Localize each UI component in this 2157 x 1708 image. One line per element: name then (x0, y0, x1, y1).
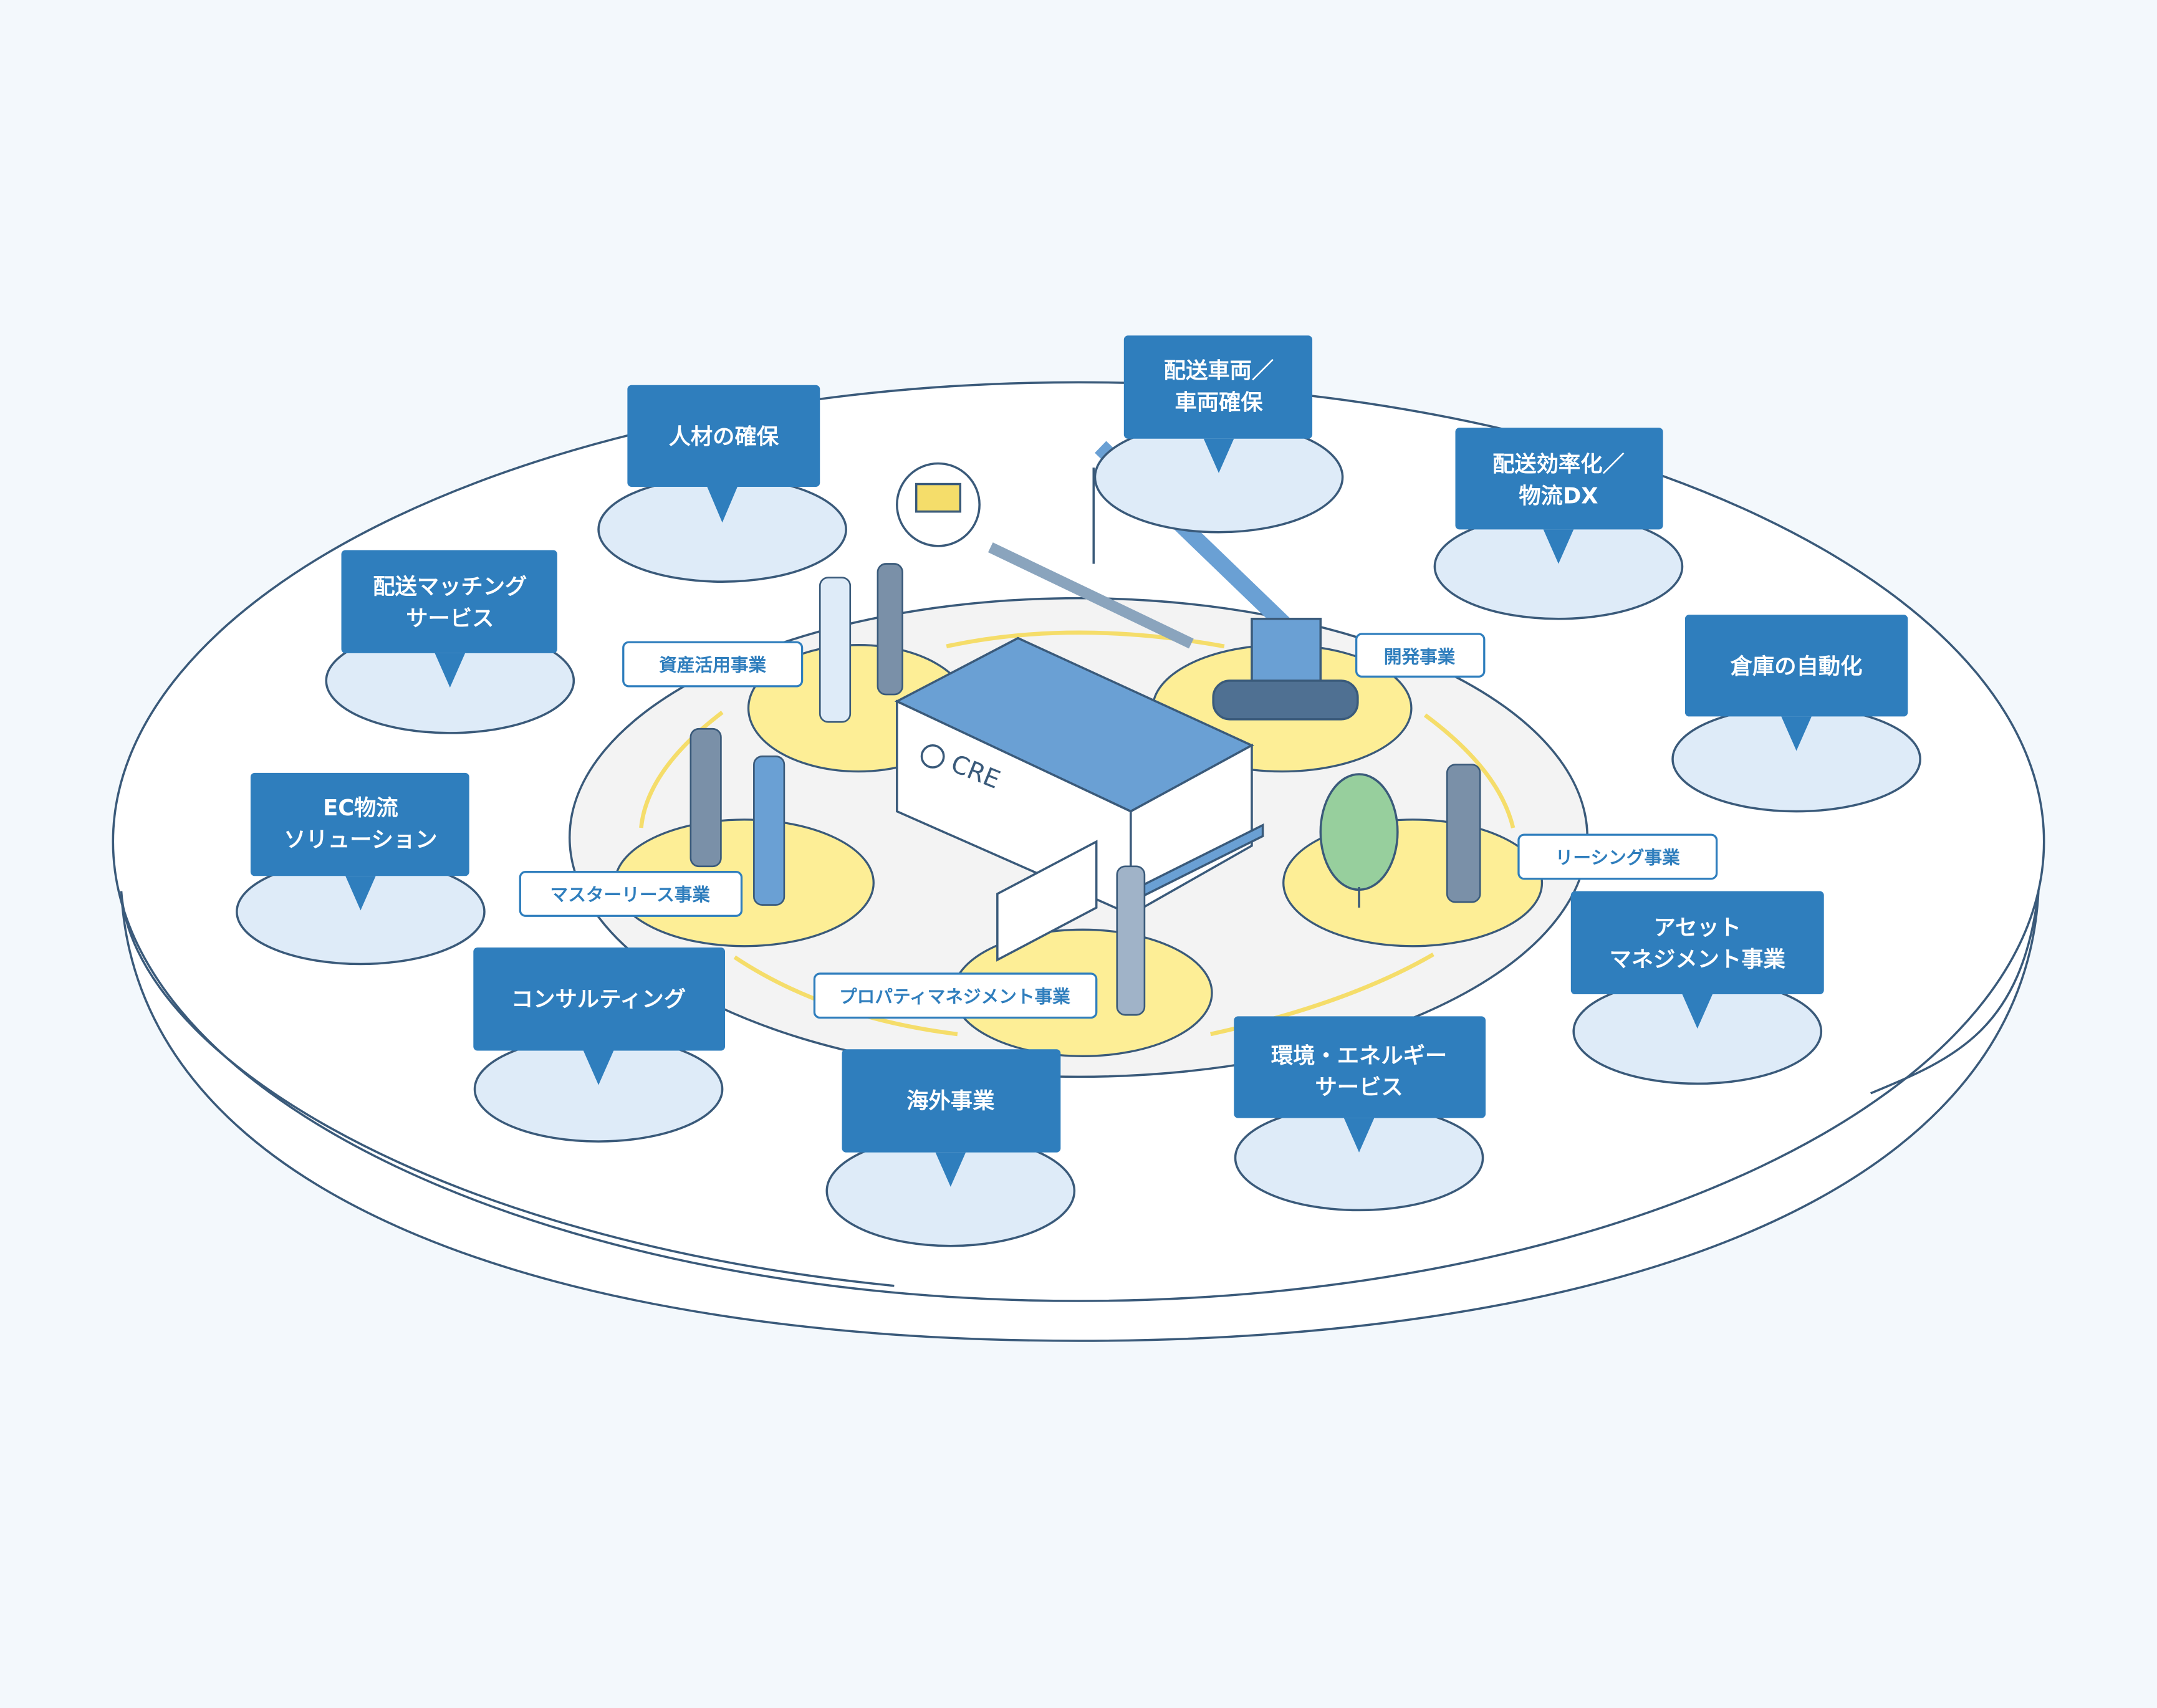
tree (1319, 773, 1399, 908)
service-label: 物流DX (1519, 483, 1598, 509)
service-energy: 環境・エネルギー サービス (1234, 1016, 1486, 1212)
service-label: コンサルティング (511, 987, 686, 1012)
core-business-label: プロパティマネジメント事業 (839, 986, 1070, 1007)
service-callouts: 人材の確保 配送車両／ 車両確保 配送効率化／ 物流DX 倉庫の自動化 配送マッ… (236, 335, 1921, 1247)
core-business-label: リーシング事業 (1555, 847, 1680, 868)
service-label: 配送車両／ (1164, 358, 1274, 384)
service-label: 車両確保 (1175, 390, 1263, 415)
service-matching: 配送マッチング サービス (325, 550, 575, 734)
crane (987, 441, 1359, 721)
service-label: 人材の確保 (669, 425, 779, 450)
service-label: 海外事業 (906, 1088, 995, 1114)
service-label: 倉庫の自動化 (1730, 654, 1863, 679)
service-label: アセット (1654, 915, 1741, 941)
service-label: 配送効率化／ (1492, 452, 1625, 477)
chart-board (996, 840, 1098, 962)
speech-bubble-icon (896, 462, 981, 547)
service-warehouse-automation: 倉庫の自動化 (1671, 615, 1921, 813)
service-vehicles: 配送車両／ 車両確保 (1093, 335, 1344, 534)
service-overseas: 海外事業 (825, 1049, 1076, 1247)
service-label: 環境・エネルギー (1271, 1043, 1447, 1068)
service-label: サービス (1315, 1075, 1403, 1100)
service-label: EC物流 (323, 795, 398, 821)
service-label: ソリューション (284, 827, 437, 853)
core-business-label: マスターリース事業 (550, 884, 711, 905)
service-label: マネジメント事業 (1610, 947, 1786, 972)
service-asset-management: アセット マネジメント事業 (1570, 891, 1824, 1085)
people (689, 563, 1481, 1016)
service-consulting: コンサルティング (473, 948, 726, 1143)
service-hr: 人材の確保 (597, 385, 847, 583)
service-ec: EC物流 ソリューション (236, 772, 486, 966)
core-business-label: 資産活用事業 (659, 655, 766, 676)
core-business-labels: 資産活用事業 開発事業 リーシング事業 マスターリース事業 プロパティマネジメン… (519, 633, 1718, 1019)
service-logistics-dx: 配送効率化／ 物流DX (1433, 428, 1684, 620)
service-label: サービス (406, 606, 494, 631)
core-business-label: 開発事業 (1384, 646, 1456, 667)
service-label: 配送マッチング (373, 574, 527, 600)
